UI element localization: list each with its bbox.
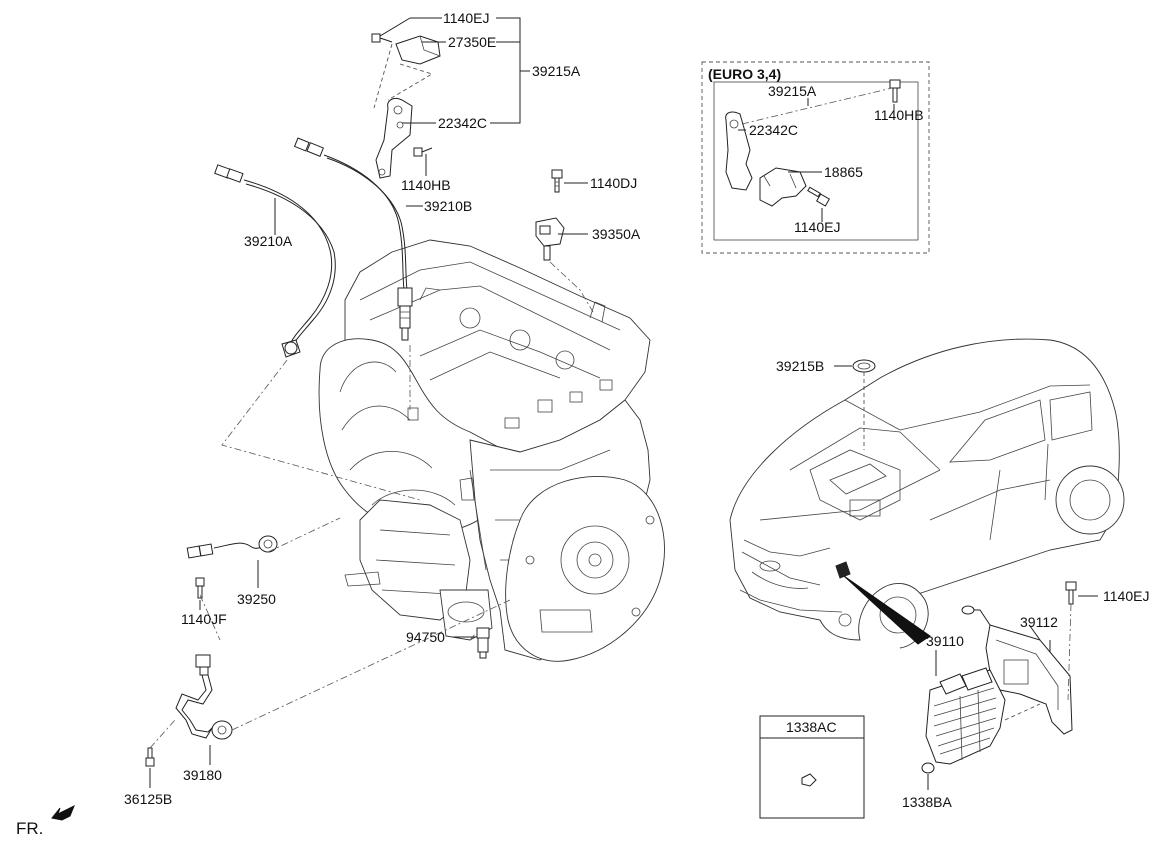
vehicle-illustration: [729, 338, 1125, 649]
euro-label-22342c: 22342C: [749, 122, 798, 138]
oxygen-sensor-39210a: [214, 164, 336, 358]
bracket-assembly-top: [371, 33, 441, 179]
part-labels: 1140EJ 27350E 39215A 22342C 1140HB 39210…: [16, 10, 1149, 838]
oxygen-sensor-39210b: [293, 137, 413, 341]
label-39110: 39110: [926, 633, 964, 649]
label-39210a: 39210A: [244, 233, 293, 249]
direction-label: FR.: [16, 819, 43, 838]
label-36125b: 36125B: [124, 791, 172, 807]
label-39180: 39180: [183, 767, 222, 783]
euro-label-1140ej: 1140EJ: [794, 219, 840, 235]
euro-label-1140hb: 1140HB: [874, 107, 924, 123]
label-94750: 94750: [406, 629, 445, 645]
euro-label-18865: 18865: [824, 164, 863, 180]
part-1338ac-box: [759, 715, 865, 819]
label-27350e: 27350E: [448, 34, 496, 50]
euro-label-39215a: 39215A: [768, 83, 817, 99]
label-1140jf: 1140JF: [181, 611, 227, 627]
label-39250: 39250: [237, 591, 276, 607]
ecu-assembly: [921, 581, 1098, 790]
label-1338ba: 1338BA: [902, 794, 952, 810]
euro-variant-box: [701, 61, 930, 254]
grommet-39215b: [834, 359, 876, 450]
label-39215b: 39215B: [776, 358, 824, 374]
label-1140hb: 1140HB: [401, 177, 451, 193]
oil-pressure-switch-94750: [476, 627, 490, 659]
cam-position-sensor-39350a: [535, 169, 594, 313]
leader-lines-left: [149, 17, 588, 788]
engine-assembly: [318, 239, 665, 662]
label-22342c: 22342C: [438, 115, 487, 131]
crank-sensor-39180: [145, 654, 233, 767]
label-1338ac: 1338AC: [786, 719, 837, 735]
label-1140ej-top: 1140EJ: [443, 10, 489, 26]
label-39112: 39112: [1020, 614, 1058, 630]
assembly-guide-lines: [149, 345, 511, 749]
label-39210b: 39210B: [424, 198, 472, 214]
label-1140dj: 1140DJ: [590, 175, 637, 191]
front-direction-indicator: [51, 804, 75, 821]
label-39350a: 39350A: [592, 226, 641, 242]
label-39215a: 39215A: [532, 63, 581, 79]
euro-box-title: (EURO 3,4): [708, 66, 781, 82]
label-1140ej-right: 1140EJ: [1103, 588, 1149, 604]
knock-sensor-39250: [186, 535, 278, 599]
